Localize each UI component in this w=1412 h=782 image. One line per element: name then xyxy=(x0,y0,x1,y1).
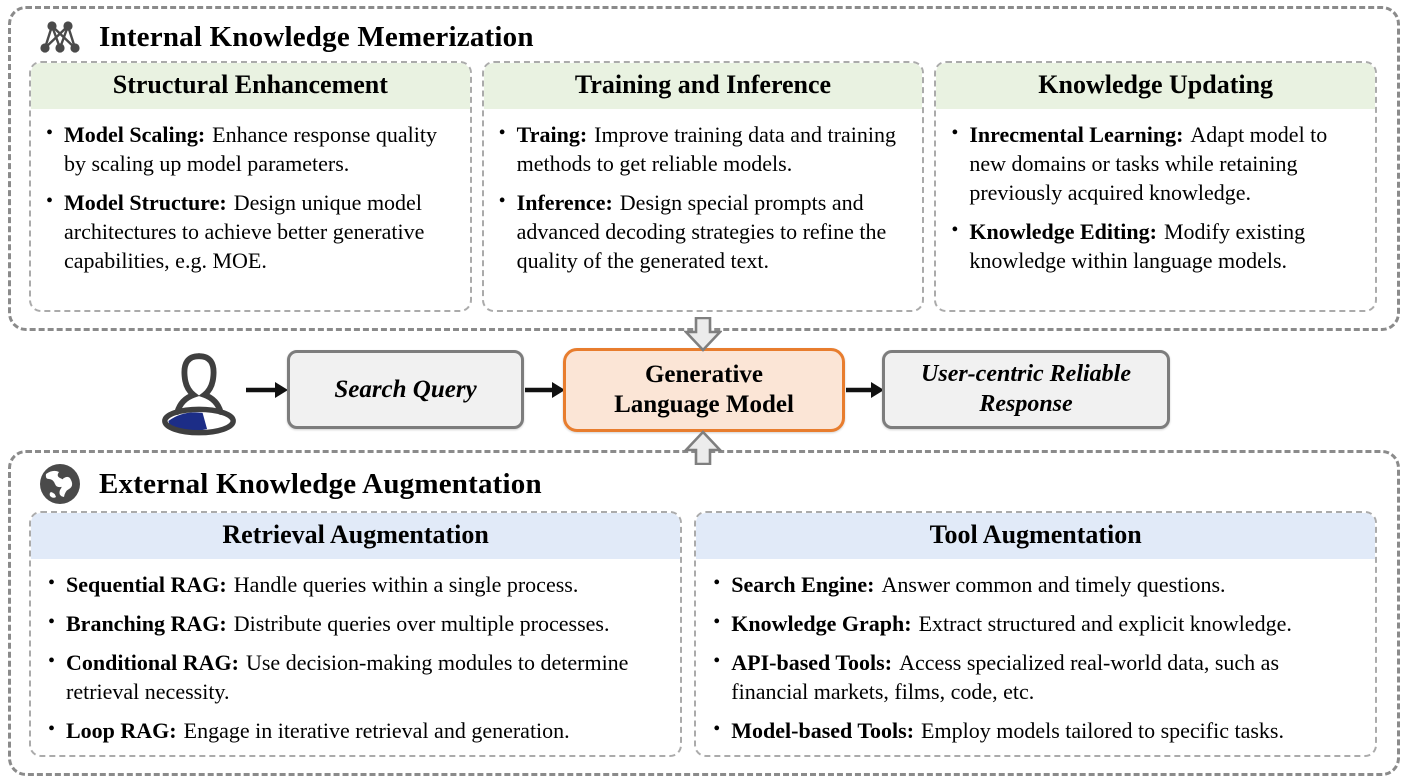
list-item: Search Engine:Answer common and timely q… xyxy=(706,570,1351,599)
item-term: Inference: xyxy=(516,190,613,216)
card-retrieval-augmentation: Retrieval Augmentation Sequential RAG:Ha… xyxy=(29,511,683,757)
list-item: Model Scaling:Enhance response quality b… xyxy=(39,120,456,178)
item-text: Improve training data and training metho… xyxy=(516,122,896,177)
item-term: Model-based Tools: xyxy=(731,718,915,744)
item-text: Answer common and timely questions. xyxy=(881,572,1226,597)
item-term: Traing: xyxy=(516,122,588,147)
internal-section-header: Internal Knowledge Memerization xyxy=(37,17,534,57)
card-list: Inrecmental Learning:Adapt model to new … xyxy=(936,109,1375,293)
list-item: Conditional RAG:Use decision-making modu… xyxy=(41,648,656,706)
item-text: Design unique model architectures to ach… xyxy=(64,190,425,274)
network-icon xyxy=(40,21,80,53)
card-list: Search Engine:Answer common and timely q… xyxy=(696,559,1375,755)
arrow-query-to-model-icon xyxy=(525,382,565,398)
section-title: External Knowledge Augmentation xyxy=(99,467,542,500)
search-query-label: Search Query xyxy=(334,375,477,403)
item-text: Use decision-making modules to determine… xyxy=(66,650,629,705)
item-text: Design special prompts and advanced deco… xyxy=(516,190,887,274)
globe-icon xyxy=(40,464,80,504)
item-term: Model Structure: xyxy=(64,190,227,216)
card-title: Knowledge Updating xyxy=(936,63,1376,109)
item-term: Loop RAG: xyxy=(66,718,177,744)
internal-knowledge-section: Internal Knowledge Memerization Structur… xyxy=(8,6,1400,331)
list-item: Inrecmental Learning:Adapt model to new … xyxy=(944,120,1361,207)
external-knowledge-section: External Knowledge Augmentation Retrieva… xyxy=(8,450,1400,776)
block-arrow-down-icon xyxy=(684,317,722,352)
card-title: Training and Inference xyxy=(483,63,923,109)
external-section-header: External Knowledge Augmentation xyxy=(37,461,542,507)
arrow-model-to-response-icon xyxy=(846,382,884,398)
search-query-box: Search Query xyxy=(287,350,524,429)
card-title: Structural Enhancement xyxy=(31,63,470,109)
arrow-user-to-query-icon xyxy=(246,382,288,398)
item-text: Enhance response quality by scaling up m… xyxy=(64,122,437,177)
response-label-line1: User-centric Reliable xyxy=(921,361,1131,388)
external-cards-row: Retrieval Augmentation Sequential RAG:Ha… xyxy=(29,511,1377,757)
model-label-line2: Language Model xyxy=(614,391,794,418)
item-text: Engage in iterative retrieval and genera… xyxy=(183,718,570,744)
internal-cards-row: Structural Enhancement Model Scaling:Enh… xyxy=(29,61,1378,312)
card-training-inference: Training and Inference Traing:Improve tr… xyxy=(481,61,925,312)
item-text: Distribute queries over multiple process… xyxy=(233,611,610,637)
card-list: Traing:Improve training data and trainin… xyxy=(484,109,923,293)
list-item: Branching RAG:Distribute queries over mu… xyxy=(41,609,656,638)
list-item: Sequential RAG:Handle queries within a s… xyxy=(41,570,656,599)
item-term: Model Scaling: xyxy=(64,122,206,147)
list-item: Knowledge Editing:Modify existing knowle… xyxy=(944,217,1361,275)
user-icon xyxy=(162,353,236,436)
response-label-line2: Response xyxy=(979,390,1073,417)
list-item: Model-based Tools:Employ models tailored… xyxy=(706,716,1351,745)
card-structural-enhancement: Structural Enhancement Model Scaling:Enh… xyxy=(29,61,472,312)
item-term: Inrecmental Learning: xyxy=(969,122,1184,147)
reliable-response-box: User-centric Reliable Response xyxy=(882,350,1170,429)
card-knowledge-updating: Knowledge Updating Inrecmental Learning:… xyxy=(934,61,1378,312)
model-label-line1: Generative xyxy=(644,360,763,388)
card-tool-augmentation: Tool Augmentation Search Engine:Answer c… xyxy=(694,511,1377,757)
list-item: Knowledge Graph:Extract structured and e… xyxy=(706,609,1351,638)
item-text: Adapt model to new domains or tasks whil… xyxy=(969,122,1328,206)
card-list: Model Scaling:Enhance response quality b… xyxy=(31,109,470,293)
list-item: Model Structure:Design unique model arch… xyxy=(39,188,456,275)
block-arrow-up-icon xyxy=(684,430,722,465)
card-title: Tool Augmentation xyxy=(696,513,1375,559)
item-text: Employ models tailored to specific tasks… xyxy=(921,718,1284,744)
list-item: Inference:Design special prompts and adv… xyxy=(492,188,909,275)
section-title: Internal Knowledge Memerization xyxy=(99,20,534,53)
item-term: Sequential RAG: xyxy=(66,572,227,597)
item-text: Access specialized real-world data, such… xyxy=(731,650,1280,705)
item-term: API-based Tools: xyxy=(731,650,893,676)
list-item: Traing:Improve training data and trainin… xyxy=(492,120,909,178)
item-term: Knowledge Graph: xyxy=(731,611,912,637)
item-term: Conditional RAG: xyxy=(66,650,239,676)
list-item: Loop RAG:Engage in iterative retrieval a… xyxy=(41,716,656,745)
generative-language-model-box: Generative Language Model xyxy=(563,348,845,432)
card-list: Sequential RAG:Handle queries within a s… xyxy=(31,559,680,755)
list-item: API-based Tools:Access specialized real-… xyxy=(706,648,1351,706)
item-text: Handle queries within a single process. xyxy=(233,572,579,597)
item-text: Modify existing knowledge within languag… xyxy=(969,219,1306,274)
item-term: Branching RAG: xyxy=(66,611,227,637)
item-term: Knowledge Editing: xyxy=(969,219,1157,245)
item-text: Extract structured and explicit knowledg… xyxy=(918,611,1292,637)
item-term: Search Engine: xyxy=(731,572,875,597)
card-title: Retrieval Augmentation xyxy=(31,513,681,559)
